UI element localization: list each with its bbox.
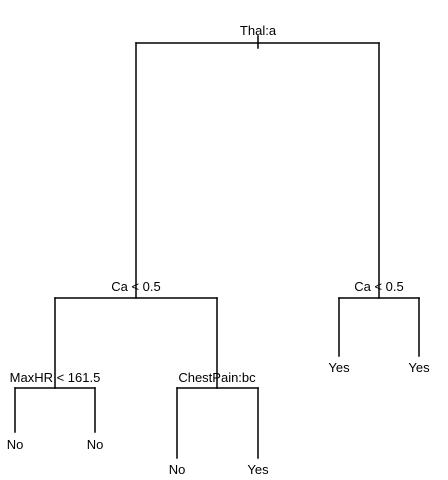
left-left-split-label: MaxHR < 161.5	[10, 370, 101, 385]
leaf-label: Yes	[247, 462, 269, 477]
root-split: Thal:a	[135, 23, 380, 299]
root-split-label: Thal:a	[240, 23, 277, 38]
leaf-label: No	[87, 437, 104, 452]
right-split: Ca < 0.5	[338, 279, 420, 357]
left-split: Ca < 0.5	[54, 279, 218, 389]
left-left-split: MaxHR < 161.5	[10, 370, 101, 433]
leaf-label: Yes	[328, 360, 350, 375]
left-right-split-label: ChestPain:bc	[178, 370, 256, 385]
leaf-label: No	[169, 462, 186, 477]
left-right-split: ChestPain:bc	[176, 370, 259, 459]
leaf-label: Yes	[408, 360, 430, 375]
right-split-label: Ca < 0.5	[354, 279, 404, 294]
leaf-label: No	[7, 437, 24, 452]
left-split-label: Ca < 0.5	[111, 279, 161, 294]
